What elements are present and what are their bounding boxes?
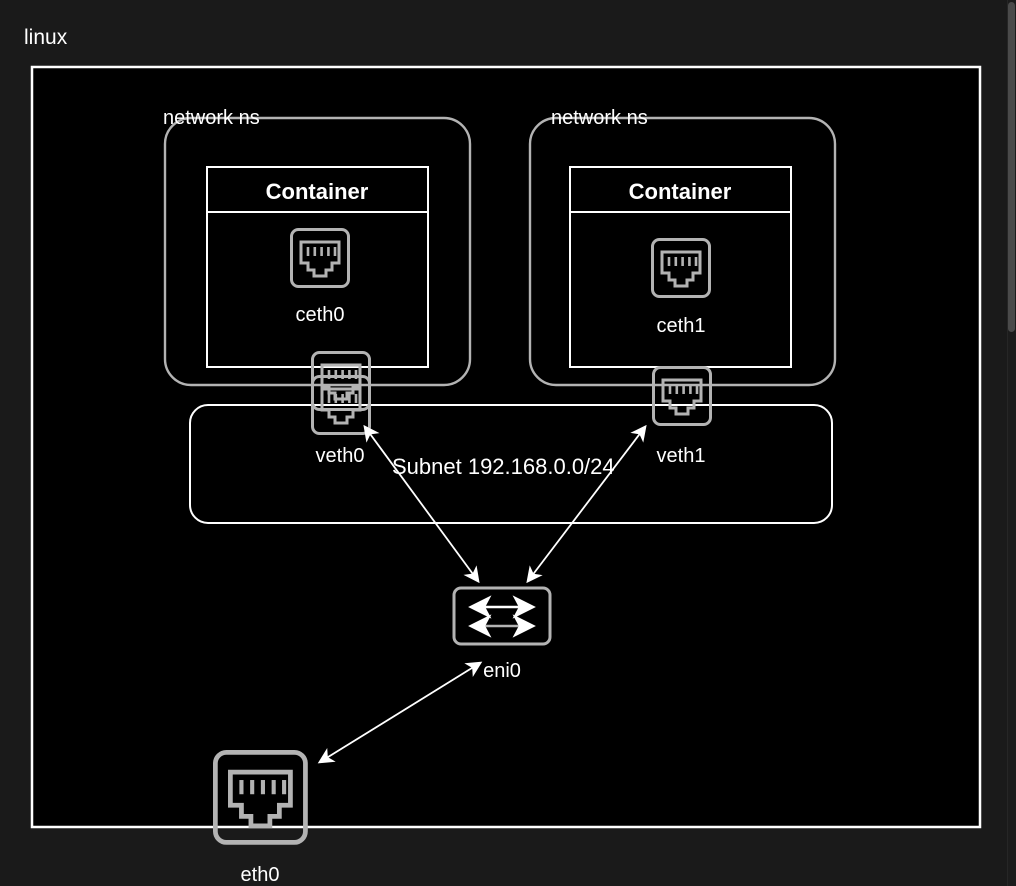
link-veth1-eni0 [526, 424, 647, 584]
network-switch-icon [454, 588, 550, 644]
eni0-label: eni0 [483, 660, 521, 682]
veth1-label: veth1 [657, 445, 706, 467]
veth0-label: veth0 [316, 445, 365, 467]
container-title-left: Container [266, 179, 369, 204]
container-box-left [206, 166, 429, 368]
link-eni0-eth0 [317, 661, 483, 764]
ceth0-label: ceth0 [296, 304, 345, 326]
container-title-right: Container [629, 179, 732, 204]
scrollbar-thumb[interactable] [1008, 2, 1015, 332]
link-veth0-eni0 [363, 424, 480, 584]
subnet-label: Subnet 192.168.0.0/24 [392, 454, 615, 479]
eni0-switch-group [454, 588, 550, 644]
linux-host-label: linux [24, 26, 68, 49]
eth0-label: eth0 [241, 864, 280, 886]
network-ns-left-label: network ns [163, 107, 260, 129]
ceth1-label: ceth1 [657, 315, 706, 337]
vertical-scrollbar[interactable] [1007, 0, 1016, 886]
network-ns-right-label: network ns [551, 107, 648, 129]
